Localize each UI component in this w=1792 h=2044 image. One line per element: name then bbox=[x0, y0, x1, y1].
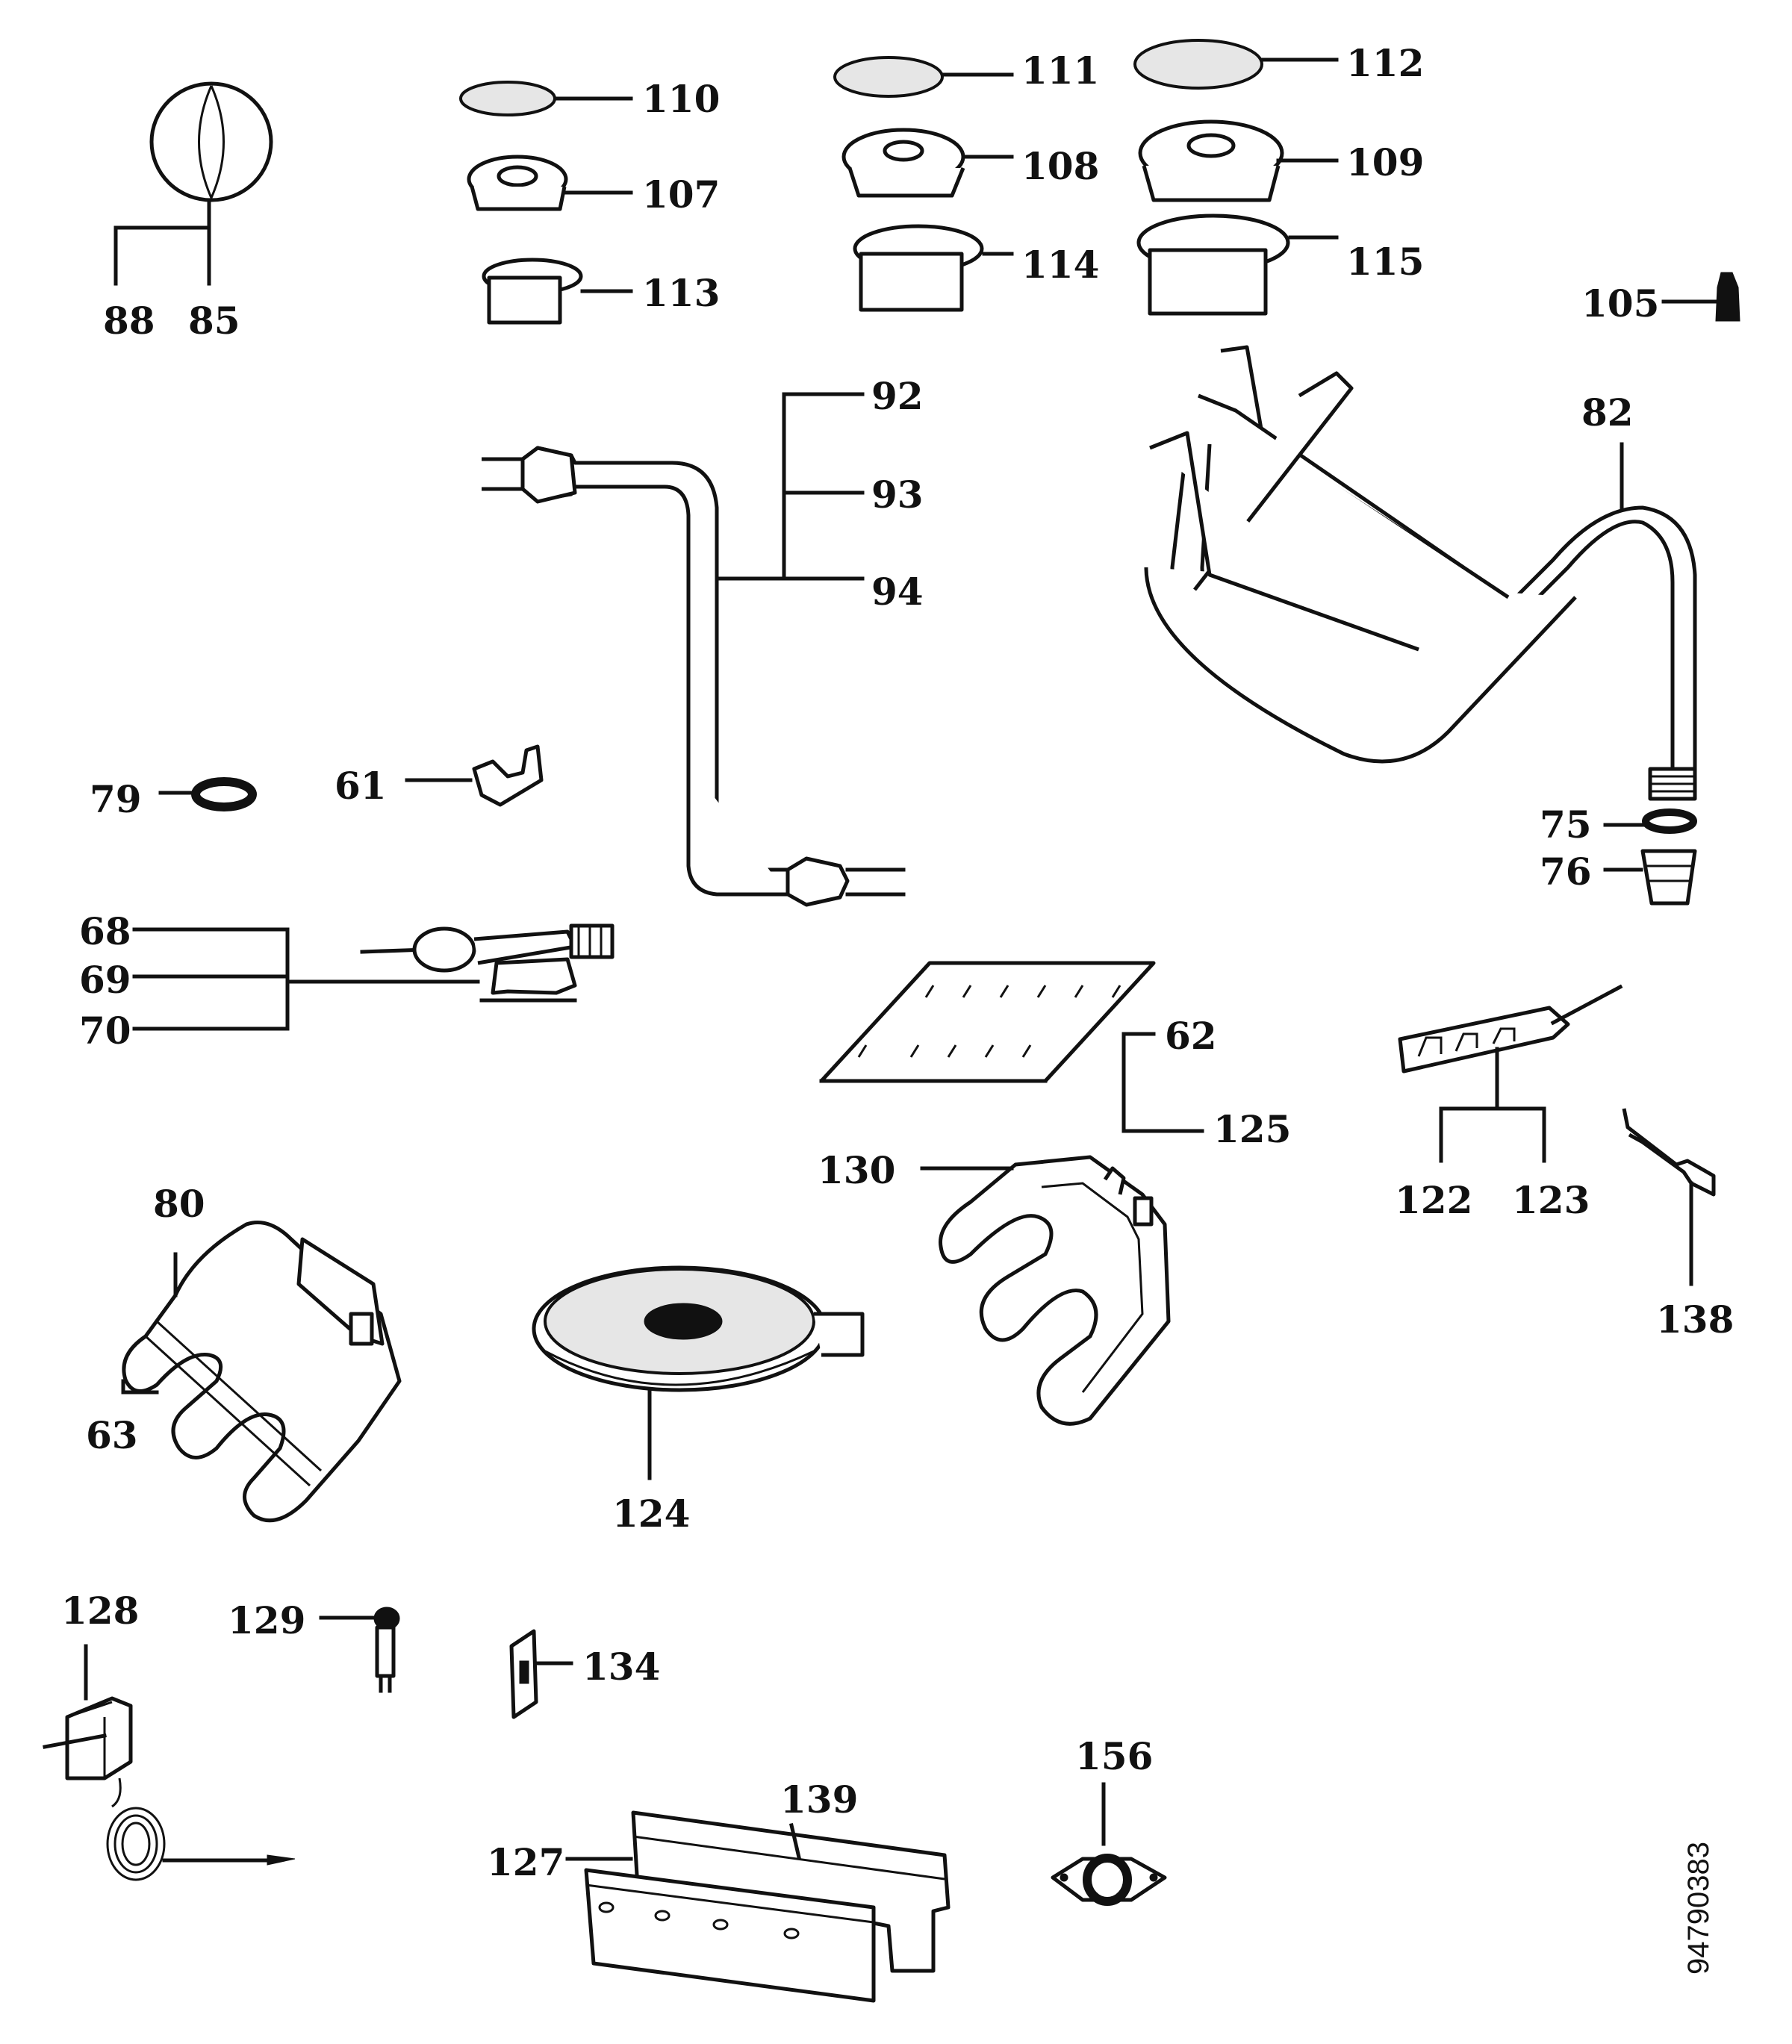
label-61: 61 bbox=[335, 764, 387, 808]
hotplate-part bbox=[532, 1265, 865, 1480]
label-63: 63 bbox=[86, 1413, 138, 1457]
burner-base-large bbox=[1136, 214, 1339, 316]
o-ring-part bbox=[158, 777, 257, 811]
gas-valve-part bbox=[132, 923, 615, 1031]
label-79: 79 bbox=[90, 777, 142, 821]
burner-cap-large bbox=[1133, 39, 1339, 90]
clip-part bbox=[405, 744, 544, 807]
label-88: 88 bbox=[103, 299, 155, 343]
label-70: 70 bbox=[79, 1009, 131, 1053]
washer-part bbox=[1603, 808, 1697, 834]
ignition-electrode-part bbox=[1398, 984, 1623, 1163]
label-68: 68 bbox=[79, 909, 131, 953]
nozzle-part bbox=[1661, 272, 1740, 322]
label-62: 62 bbox=[1165, 1014, 1217, 1058]
oven-heating-element-part bbox=[920, 1155, 1171, 1426]
label-105: 105 bbox=[1581, 281, 1659, 325]
label-69: 69 bbox=[79, 958, 131, 1002]
label-76: 76 bbox=[1540, 850, 1592, 894]
burner-head-medium bbox=[841, 128, 1014, 198]
label-156: 156 bbox=[1075, 1734, 1153, 1778]
label-112: 112 bbox=[1346, 41, 1424, 85]
thermostat-part bbox=[43, 1644, 296, 1881]
label-113: 113 bbox=[642, 271, 720, 315]
burner-cap-medium bbox=[833, 56, 1014, 98]
label-139: 139 bbox=[780, 1777, 858, 1822]
burner-head-small bbox=[467, 155, 633, 211]
label-75: 75 bbox=[1540, 803, 1592, 847]
probe-part bbox=[319, 1607, 400, 1693]
label-125: 125 bbox=[1213, 1107, 1291, 1151]
label-130: 130 bbox=[818, 1148, 895, 1192]
label-127: 127 bbox=[487, 1840, 564, 1884]
label-134: 134 bbox=[582, 1645, 660, 1689]
burner-head-large bbox=[1138, 119, 1339, 202]
burner-base-small bbox=[482, 258, 633, 325]
label-128: 128 bbox=[61, 1589, 139, 1633]
label-108: 108 bbox=[1021, 144, 1099, 188]
label-80: 80 bbox=[153, 1182, 205, 1226]
grill-heating-element-part bbox=[121, 1221, 402, 1523]
label-111: 111 bbox=[1021, 49, 1099, 93]
oven-burner-tube-part bbox=[1144, 345, 1697, 801]
insulation-plate-part bbox=[819, 961, 1204, 1133]
label-129: 129 bbox=[228, 1598, 305, 1642]
cone-nut-part bbox=[1603, 849, 1697, 906]
burner-base-medium bbox=[853, 224, 1014, 312]
bracket-part bbox=[1622, 1108, 1716, 1286]
gas-pipe-part bbox=[482, 392, 906, 907]
label-138: 138 bbox=[1656, 1297, 1734, 1342]
burner-cap-small bbox=[459, 81, 633, 116]
label-124: 124 bbox=[612, 1492, 690, 1536]
label-109: 109 bbox=[1346, 140, 1424, 184]
label-93: 93 bbox=[871, 473, 924, 517]
label-107: 107 bbox=[642, 172, 720, 216]
flange-gasket-part bbox=[1051, 1782, 1167, 1906]
label-122: 122 bbox=[1395, 1178, 1472, 1222]
label-92: 92 bbox=[871, 374, 924, 418]
label-82: 82 bbox=[1581, 390, 1634, 434]
label-115: 115 bbox=[1346, 240, 1424, 284]
knob-part bbox=[113, 81, 273, 286]
document-number: 94790383 bbox=[1682, 1842, 1715, 1975]
label-123: 123 bbox=[1512, 1178, 1590, 1222]
label-114: 114 bbox=[1021, 243, 1099, 287]
heat-shield-part bbox=[565, 1810, 951, 2003]
label-85: 85 bbox=[188, 299, 240, 343]
lamp-holder-plate-part bbox=[509, 1629, 573, 1719]
label-94: 94 bbox=[871, 570, 924, 614]
label-110: 110 bbox=[642, 77, 720, 121]
